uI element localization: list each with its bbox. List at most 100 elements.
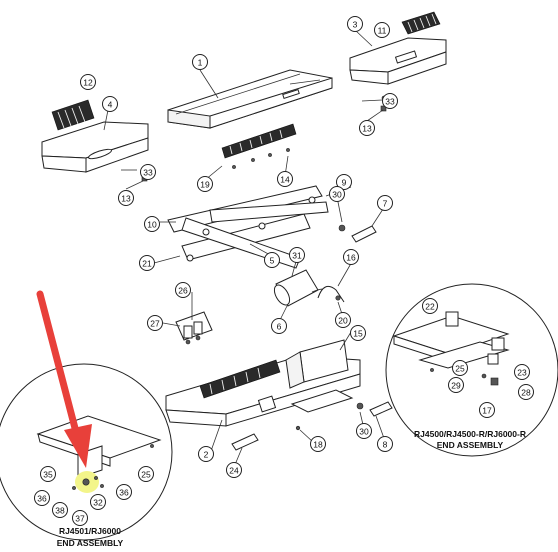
callout-19: 19	[197, 176, 213, 192]
callout-circle	[116, 484, 132, 500]
callout-circle	[336, 174, 352, 190]
callout-number: 33	[385, 97, 395, 107]
bolt-18-part	[295, 425, 301, 431]
callout-13: 13	[118, 190, 134, 206]
callout-23: 23	[514, 364, 530, 380]
callout-number: 8	[383, 440, 388, 450]
callout-number: 36	[37, 494, 47, 504]
callout-group: 1234567891011121313141516171819202122232…	[34, 16, 534, 526]
callout-number: 29	[451, 381, 461, 391]
callout-37: 37	[72, 510, 88, 526]
callout-number: 13	[121, 194, 131, 204]
callout-circle	[271, 318, 287, 334]
callout-17: 17	[479, 402, 495, 418]
callout-circle	[52, 502, 68, 518]
callout-38: 38	[52, 502, 68, 518]
callout-3: 3	[347, 16, 363, 32]
callout-circle	[192, 54, 208, 70]
right-inset-caption-line1: RJ4500/RJ4500-R/RJ6000-R	[414, 429, 526, 439]
callout-31: 31	[289, 247, 305, 263]
callout-circle	[90, 494, 106, 510]
bracket-16-part	[317, 285, 345, 303]
callout-number: 20	[338, 316, 348, 326]
callout-circle	[80, 74, 96, 90]
callout-number: 32	[93, 498, 103, 508]
callout-circle	[343, 249, 359, 265]
callout-number: 13	[362, 124, 372, 134]
callout-number: 22	[425, 302, 435, 312]
callout-33: 33	[382, 93, 398, 109]
callout-21: 21	[139, 255, 155, 271]
callout-32: 32	[90, 494, 106, 510]
callout-number: 15	[353, 329, 363, 339]
callout-circle	[335, 312, 351, 328]
callout-number: 11	[378, 26, 387, 36]
callout-circle	[197, 176, 213, 192]
callout-number: 35	[43, 470, 53, 480]
callout-number: 9	[342, 178, 347, 188]
callout-number: 4	[108, 100, 113, 110]
callout-circle	[347, 16, 363, 32]
callout-12: 12	[80, 74, 96, 90]
pin-8-part	[356, 401, 393, 417]
callout-number: 7	[383, 199, 388, 209]
left-inset-caption-line2: END ASSEMBLY	[57, 538, 124, 548]
callout-circle	[350, 325, 366, 341]
callout-circle	[422, 298, 438, 314]
callout-number: 12	[83, 78, 93, 88]
callout-27: 27	[147, 315, 163, 331]
callout-20: 20	[335, 312, 351, 328]
callout-25: 25	[452, 360, 468, 376]
callout-number: 38	[55, 506, 65, 516]
callout-35: 35	[40, 466, 56, 482]
callout-number: 37	[75, 514, 85, 524]
callout-circle	[34, 490, 50, 506]
callout-number: 27	[150, 319, 160, 329]
callout-number: 25	[141, 470, 151, 480]
callout-circle	[175, 282, 191, 298]
callout-circle	[448, 377, 464, 393]
callout-5: 5	[264, 252, 280, 268]
callout-number: 23	[517, 368, 527, 378]
callout-number: 31	[292, 251, 302, 261]
callout-number: 5	[270, 256, 275, 266]
right-end-assembly-inset: RJ4500/RJ4500-R/RJ6000-R END ASSEMBLY	[385, 283, 558, 457]
callout-2: 2	[198, 446, 214, 462]
callout-number: 1	[198, 58, 203, 68]
callout-number: 26	[178, 286, 188, 296]
callout-circle	[356, 423, 372, 439]
left-end-cap-part	[41, 99, 149, 182]
callout-circle	[310, 436, 326, 452]
callout-circle	[329, 186, 345, 202]
cylinder-part	[273, 269, 341, 307]
callout-circle	[452, 360, 468, 376]
callout-number: 21	[142, 259, 152, 269]
annotation-arrow	[36, 290, 92, 468]
right-inset-caption-line2: END ASSEMBLY	[437, 440, 504, 450]
callout-circle	[382, 93, 398, 109]
callout-number: 3	[353, 20, 358, 30]
callout-30: 30	[356, 423, 372, 439]
callout-number: 36	[119, 488, 129, 498]
callout-circle	[277, 171, 293, 187]
callout-24: 24	[226, 462, 242, 478]
callout-circle	[139, 255, 155, 271]
callout-number: 2	[204, 450, 209, 460]
callout-circle	[377, 195, 393, 211]
callout-circle	[289, 247, 305, 263]
callout-circle	[147, 315, 163, 331]
callout-36: 36	[34, 490, 50, 506]
rod-24-part	[231, 433, 259, 451]
callout-14: 14	[277, 171, 293, 187]
callout-circle	[40, 466, 56, 482]
callout-28: 28	[518, 384, 534, 400]
callout-number: 18	[313, 440, 323, 450]
top-channel-part	[167, 69, 333, 129]
callout-13: 13	[359, 120, 375, 136]
callout-number: 30	[359, 427, 369, 437]
callout-circle	[72, 510, 88, 526]
callout-18: 18	[310, 436, 326, 452]
callout-number: 24	[229, 466, 239, 476]
callout-number: 19	[200, 180, 210, 190]
left-inset-caption-line1: RJ4501/RJ6000	[59, 526, 121, 536]
